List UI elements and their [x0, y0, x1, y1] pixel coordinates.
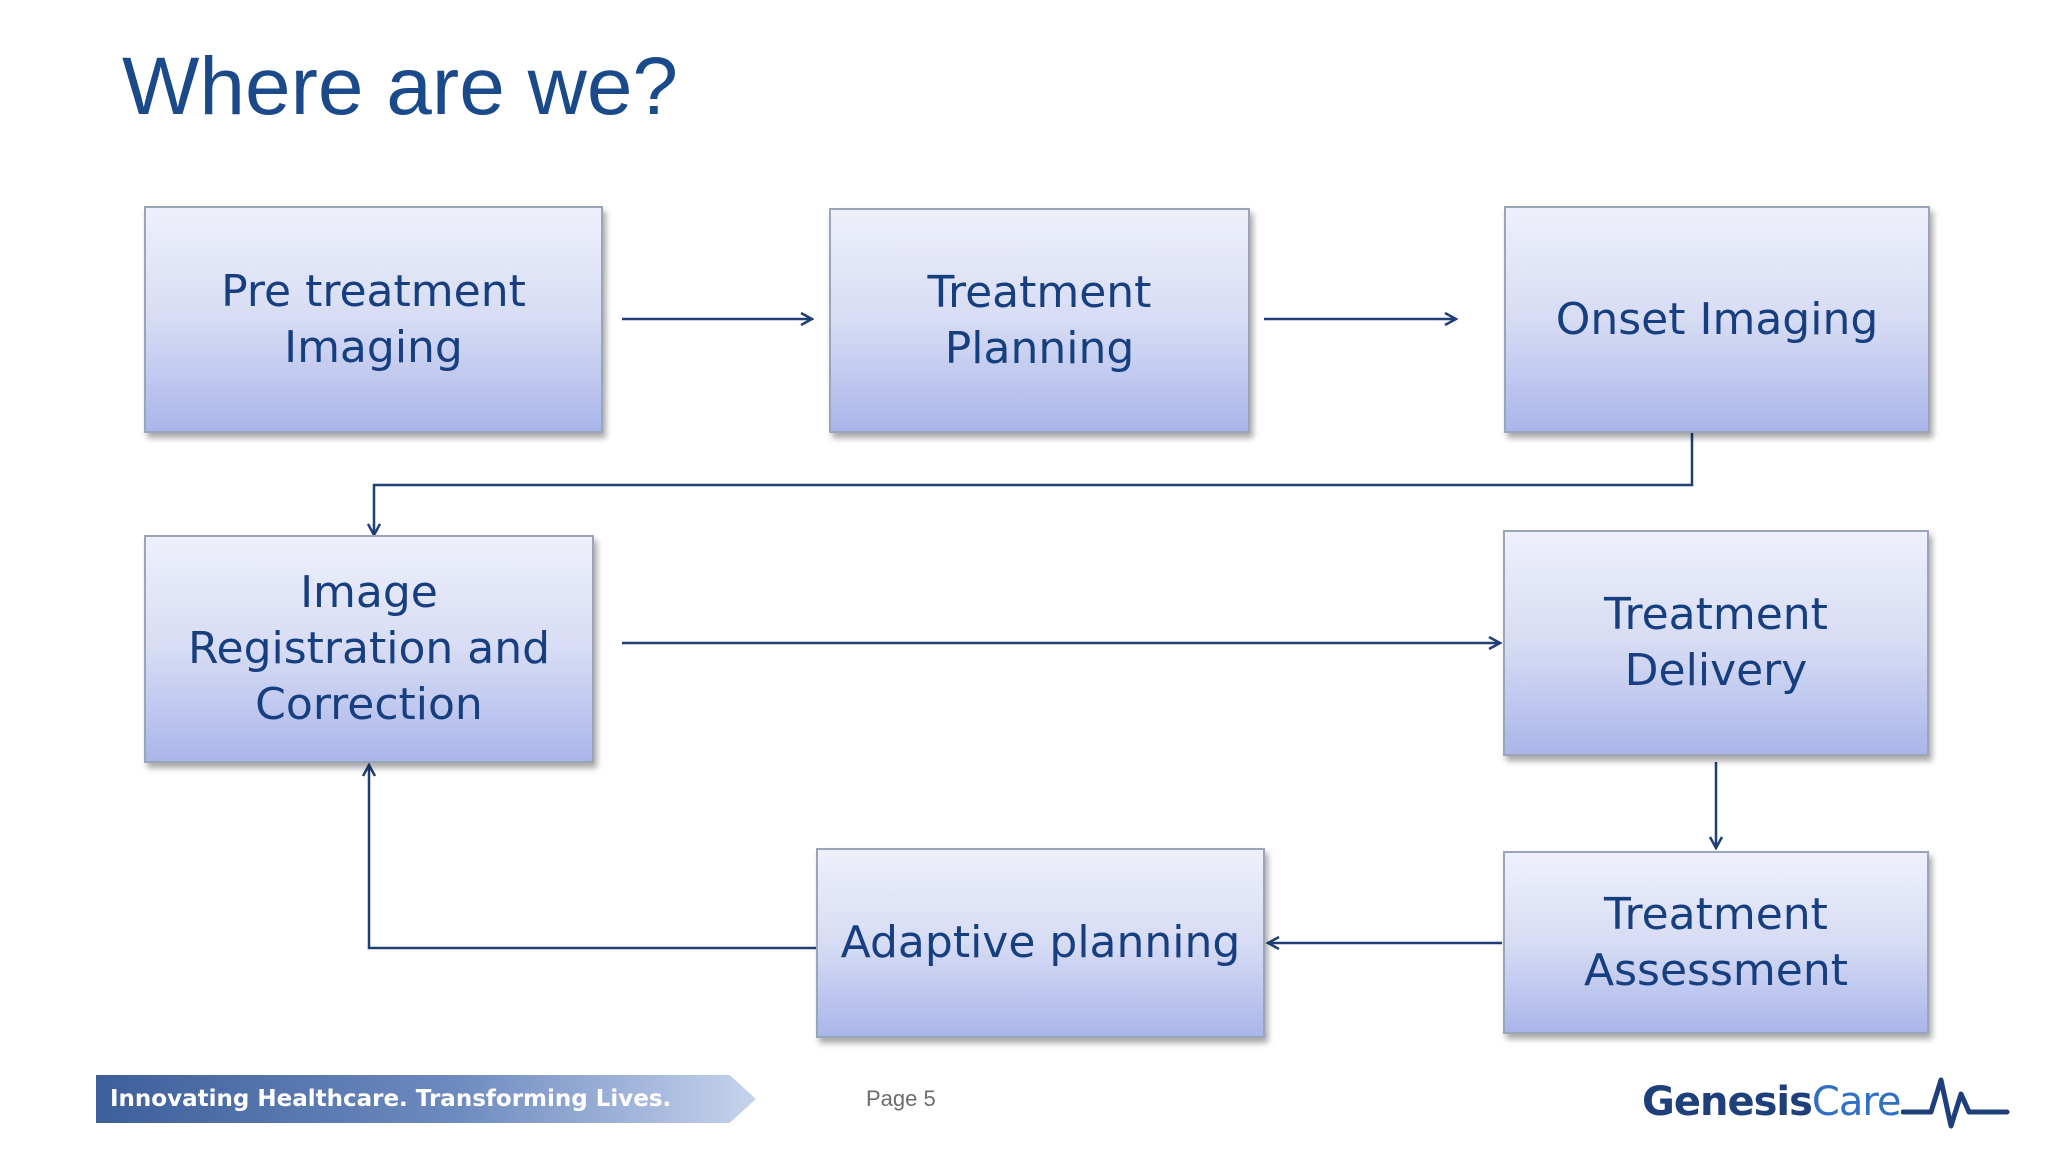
- footer-tagline-banner: Innovating Healthcare. Transforming Live…: [96, 1075, 756, 1123]
- edge-onset-imaging-to-registration: [374, 424, 1694, 535]
- node-label: Adaptive planning: [840, 917, 1241, 968]
- node-treatment-planning: Treatment Planning: [829, 208, 1250, 433]
- footer-tagline: Innovating Healthcare. Transforming Live…: [110, 1086, 672, 1112]
- node-label: Treatment Assessment: [1584, 888, 1848, 996]
- node-label: Treatment Delivery: [1604, 589, 1828, 696]
- node-treatment-assessment: Treatment Assessment: [1503, 851, 1929, 1034]
- node-label: Treatment Planning: [927, 266, 1152, 374]
- logo-text-care: Care: [1811, 1079, 1902, 1125]
- node-onset-imaging: Onset Imaging: [1504, 206, 1930, 433]
- node-label: Onset Imaging: [1555, 293, 1879, 345]
- node-label: Pre treatment Imaging: [221, 265, 526, 373]
- page-number: Page 5: [866, 1086, 936, 1111]
- node-image-registration: Image Registration and Correction: [144, 535, 594, 763]
- slide-title: Where are we?: [122, 41, 679, 132]
- node-treatment-delivery: Treatment Delivery: [1503, 530, 1929, 756]
- node-label: Image Registration and Correction: [187, 567, 551, 730]
- edge-adaptive-planning-to-registration: [369, 765, 816, 950]
- heartbeat-icon: [1900, 1077, 2010, 1129]
- node-adaptive-planning: Adaptive planning: [816, 848, 1265, 1038]
- node-pre-treatment-imaging: Pre treatment Imaging: [144, 206, 603, 433]
- logo-text-genesis: Genesis: [1642, 1079, 1813, 1125]
